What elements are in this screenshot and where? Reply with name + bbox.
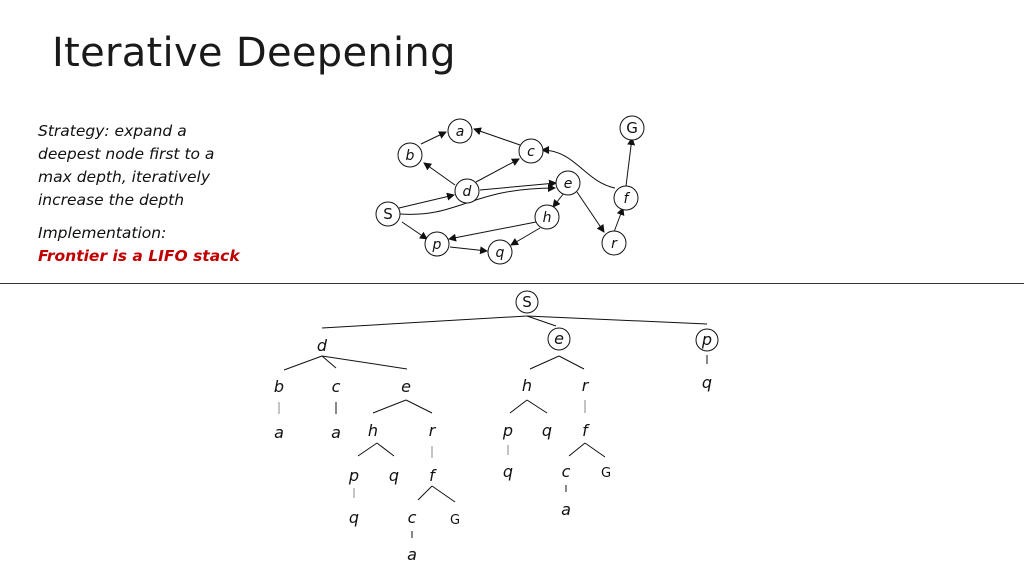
tree-node-a: a [407,545,417,564]
graph-node-f: f [613,185,639,211]
tree-node-d: d [317,336,328,355]
edge-d-c [475,158,520,183]
graph-node-label: p [432,237,442,253]
edge-S-p [401,221,428,240]
edge-p-q [449,246,488,255]
tree-node-r: r [429,421,437,440]
tree-node-p-circle: p [695,328,719,352]
graph-node-label: f [624,191,631,207]
graph-node-label: S [383,205,393,223]
graph-node-q: q [487,239,513,265]
tree-node-b: b [274,377,284,396]
graph-node-p: p [424,231,450,257]
graph-node-label: r [611,236,618,252]
strategy-line: max depth, iteratively [38,168,211,186]
tree-node-a: a [274,423,284,442]
edge-e-r [576,191,605,233]
edge-e-h [552,192,565,208]
tree-node-q: q [542,421,552,440]
edge-h-p [448,221,537,242]
tree-node-r: r [582,376,590,395]
tree-node-G: G [601,466,611,481]
tree-node-a: a [561,500,571,519]
graph-node-label: d [463,184,472,200]
tree-node-e: e [554,329,564,348]
edge-r-f [613,207,625,233]
strategy-line: Strategy: expand a [38,122,187,140]
tree-node-e: e [401,377,411,396]
tree-node-q: q [349,508,359,527]
search-tree: S [274,290,719,564]
edge-h-q [510,227,541,246]
strategy-line: increase the depth [38,191,185,209]
graph-node-label: h [543,210,552,226]
tree-node-h: h [522,376,532,395]
edge-S-d [398,192,455,209]
implementation-label: Implementation: [38,224,167,242]
graph-node-G: G [619,115,645,141]
implementation-text: Implementation: Frontier is a LIFO stack [38,222,258,268]
strategy-text: Strategy: expand a deepest node first to… [38,120,238,212]
tree-node-a: a [331,423,341,442]
state-graph [398,127,636,255]
tree-edges [278,315,708,538]
edge-f-G [625,137,636,187]
edge-b-a [420,131,447,145]
graph-node-S: S [375,201,401,227]
tree-node-h: h [368,421,378,440]
graph-node-label: a [456,124,465,140]
edge-f-c [541,146,616,189]
tree-node-c: c [408,508,417,527]
graph-node-h: h [534,204,560,230]
strategy-line: deepest node first to a [38,145,215,163]
graph-node-label: b [406,148,415,164]
tree-node-f: f [429,466,437,485]
graph-node-a: a [447,118,473,144]
tree-node-e-circle: e [547,327,571,351]
graph-node-label: q [496,245,505,261]
tree-node-f: f [582,421,590,440]
tree-node-q: q [389,466,399,485]
state-graph-nodes: a b c d e S G f h p q r [375,115,645,265]
tree-node-q: q [702,373,712,392]
edge-c-a [473,127,521,146]
tree-node-label: S [522,293,532,311]
tree-node-G: G [450,513,460,528]
graph-node-d: d [454,178,480,204]
implementation-detail: Frontier is a LIFO stack [38,247,240,265]
edge-d-b [423,162,456,186]
section-divider [0,283,1024,284]
page-title: Iterative Deepening [52,30,456,76]
tree-root-S: S [515,290,539,314]
graph-node-b: b [397,142,423,168]
edge-d-e [479,179,557,191]
tree-node-c: c [562,462,571,481]
tree-node-c: c [332,377,341,396]
graph-node-label: G [626,119,638,137]
tree-node-p: p [348,466,359,485]
graph-node-r: r [601,230,627,256]
graph-node-label: e [564,176,573,192]
tree-node-p: p [502,421,513,440]
graph-node-e: e [555,170,581,196]
tree-node-q: q [503,462,513,481]
tree-node-p: p [701,330,712,349]
graph-node-label: c [527,144,535,160]
graph-node-c: c [518,138,544,164]
